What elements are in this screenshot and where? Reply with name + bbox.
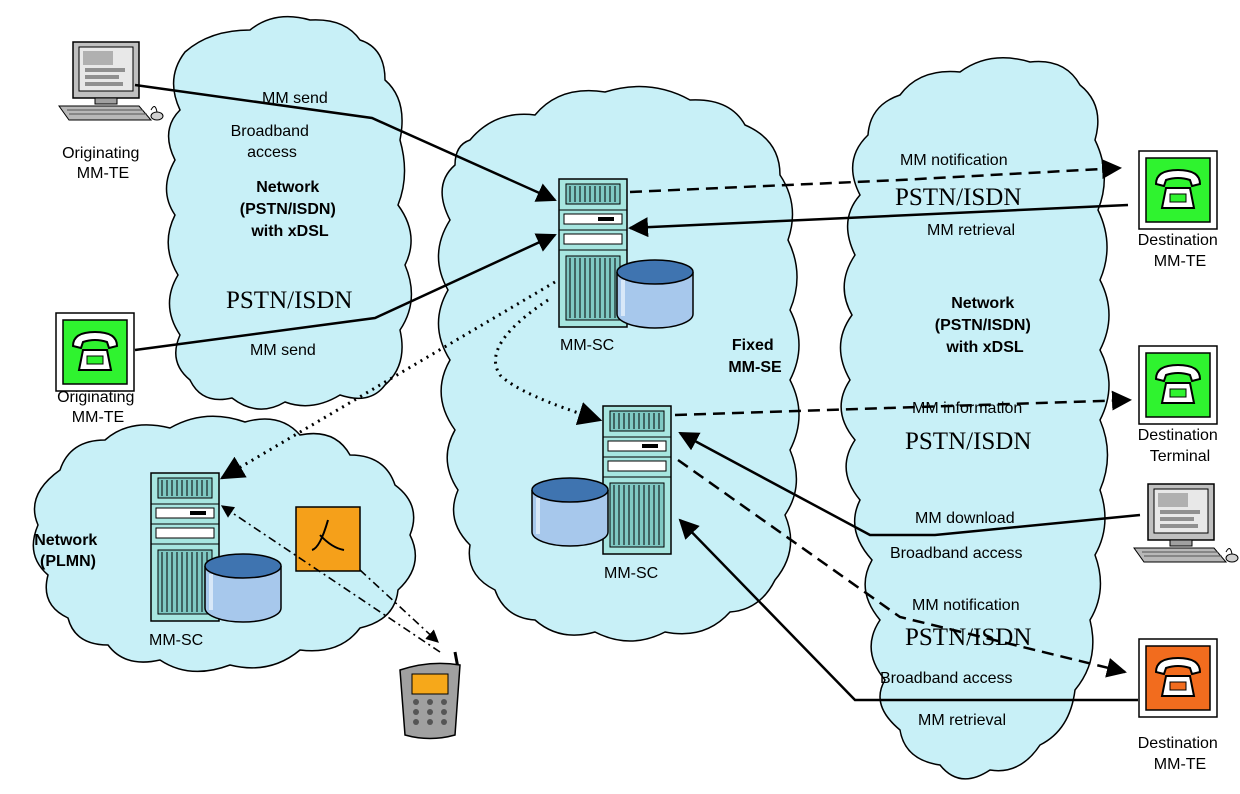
mmsc-middle-label: MM-SC [604,565,658,582]
mm-download-label: MM download [915,510,1015,527]
originating-telephone-icon [55,312,135,392]
link-mm-retrieval-bottom [678,518,1138,702]
link-mm-notification-top [629,158,1122,194]
link-originating-phone-mm-send [134,233,557,352]
broadband-access-2-label: Broadband access [880,670,1013,687]
network-plmn-label: Network (PLMN) [34,532,102,570]
destination-telephone-icon-top [1138,150,1218,230]
cloud-plmn [32,415,417,673]
link-mm-download [678,431,1141,537]
originating-computer-icon [58,41,164,121]
destination-te-2-label: Destination MM-TE [1138,735,1223,773]
pstn-right-3-label: PSTN/ISDN [905,624,1031,651]
mobile-phone-icon [399,651,461,740]
pstn-right-1-label: PSTN/ISDN [895,184,1021,211]
destination-telephone-icon-bottom [1138,638,1218,718]
network-right-label: Network (PSTN/ISDN) with xDSL [935,295,1035,356]
originating-te-2-label: Originating MM-TE [57,389,139,426]
link-mmsc-to-plmn [219,280,556,480]
mm-notification-2-label: MM notification [912,597,1020,614]
mmsc-middle-storage-icon [530,476,610,548]
mmsc-plmn-storage-icon [203,552,283,624]
pstn-right-2-label: PSTN/ISDN [905,428,1031,455]
link-mmsc-top-to-middle [494,298,603,426]
originating-te-1-label: Originating MM-TE [62,145,144,182]
destination-terminal-telephone-icon [1138,345,1218,425]
mm-notification-1-label: MM notification [900,152,1008,169]
mm-send-bottom-label: MM send [250,342,316,359]
link-mm-retrieval-top [628,203,1129,238]
switch-icon [295,506,361,572]
link-originating-computer-mm-send [134,83,557,202]
mm-send-top-label: MM send [262,90,328,107]
mm-retrieval-1-label: MM retrieval [927,222,1015,239]
network-left-label: Network (PSTN/ISDN) with xDSL [240,179,340,240]
mmsc-top-label: MM-SC [560,337,614,354]
destination-te-1-label: Destination MM-TE [1138,232,1223,270]
link-mm-notification-bottom [677,458,1127,678]
mmsc-plmn-label: MM-SC [149,632,203,649]
mmsc-top-storage-icon [615,258,695,330]
broadband-access-1-label: Broadband access [890,545,1023,562]
destination-computer-icon [1133,483,1239,563]
broadband-access-left-label: Broadband access [231,123,314,161]
destination-terminal-label: Destination Terminal [1138,427,1223,465]
link-mobile-to-plmn [220,505,441,653]
mm-information-label: MM information [912,400,1022,417]
mm-retrieval-2-label: MM retrieval [918,712,1006,729]
pstn-left-label: PSTN/ISDN [226,287,352,314]
mmsc-middle-server-icon [602,405,672,555]
fixed-mmse-label: Fixed MM-SE [728,337,782,376]
